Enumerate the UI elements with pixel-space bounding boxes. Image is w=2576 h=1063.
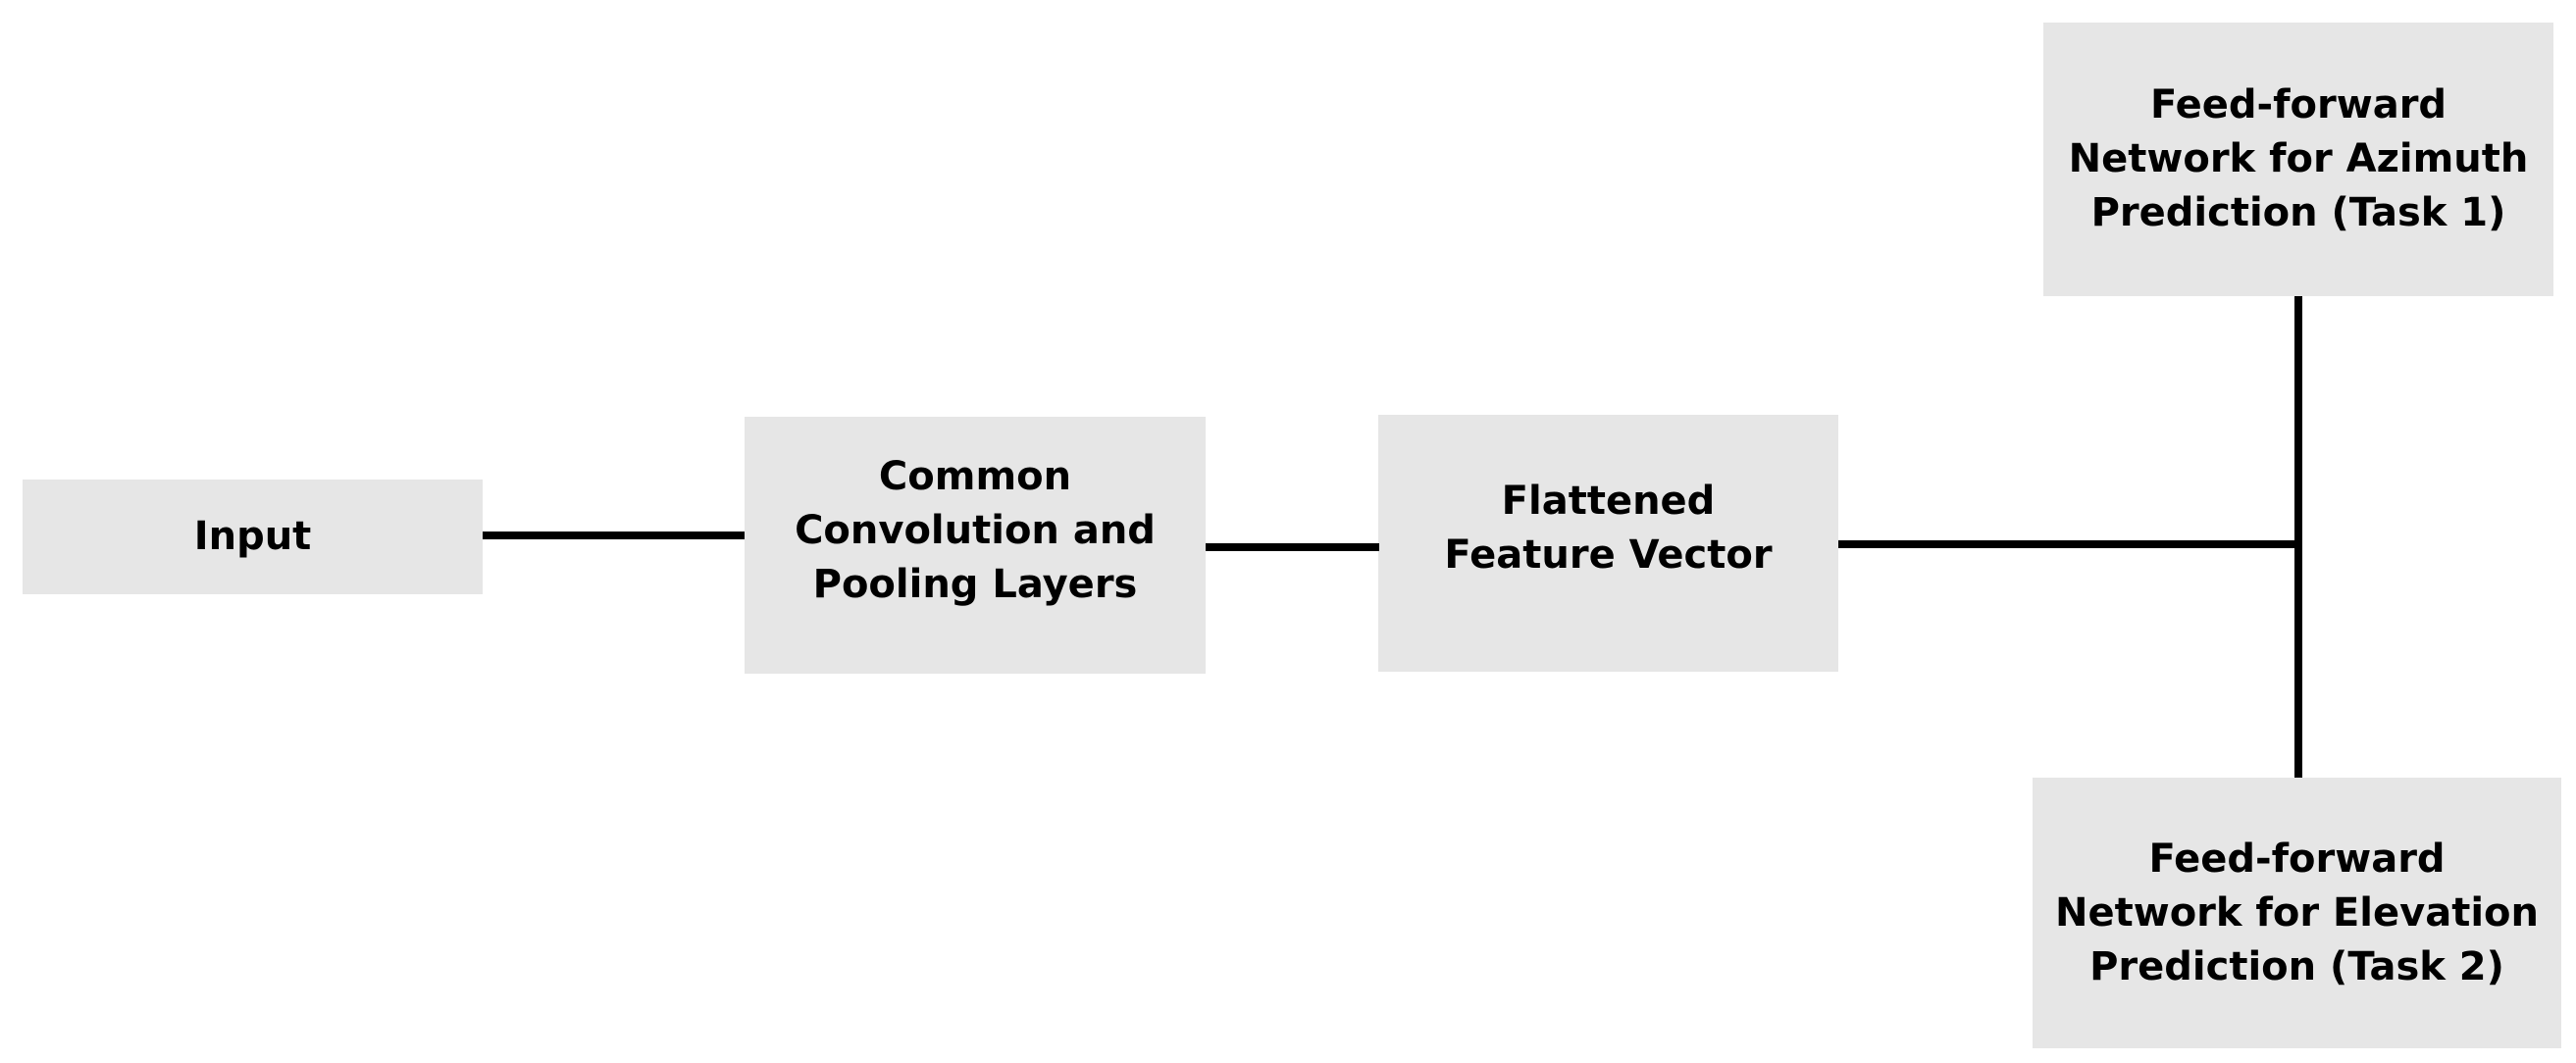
node-flattened-label-line-2: Feature Vector <box>1444 532 1773 578</box>
node-task1-label-line-2: Network for Azimuth <box>2068 136 2529 181</box>
node-task2-label-line-3: Prediction (Task 2) <box>2089 943 2504 989</box>
node-conv-label-line-2: Convolution and <box>795 507 1156 553</box>
node-conv-label-line-1: Common <box>878 453 1072 499</box>
node-task2-label-line-2: Network for Elevation <box>2055 889 2539 936</box>
node-feedforward-azimuth-task1: Feed-forward Network for Azimuth Predict… <box>2043 23 2553 296</box>
node-task2-label-line-1: Feed-forward <box>2148 835 2446 882</box>
node-input-label: Input <box>193 514 312 559</box>
node-flattened-feature-vector: Flattened Feature Vector <box>1378 415 1838 672</box>
node-input: Input <box>23 480 483 594</box>
node-common-conv-pooling: Common Convolution and Pooling Layers <box>745 417 1206 674</box>
node-conv-label-line-3: Pooling Layers <box>812 561 1138 607</box>
edge-branch-to-task1-task2 <box>2294 296 2302 778</box>
node-feedforward-elevation-task2: Feed-forward Network for Elevation Predi… <box>2033 778 2561 1048</box>
edge-input-to-conv <box>483 532 745 539</box>
node-flattened-label-line-1: Flattened <box>1501 479 1716 524</box>
edge-conv-to-flattened <box>1206 543 1379 551</box>
node-task1-label-line-1: Feed-forward <box>2149 82 2447 127</box>
edge-flattened-to-branch <box>1838 540 2302 548</box>
node-task1-label-line-3: Prediction (Task 1) <box>2090 190 2506 235</box>
